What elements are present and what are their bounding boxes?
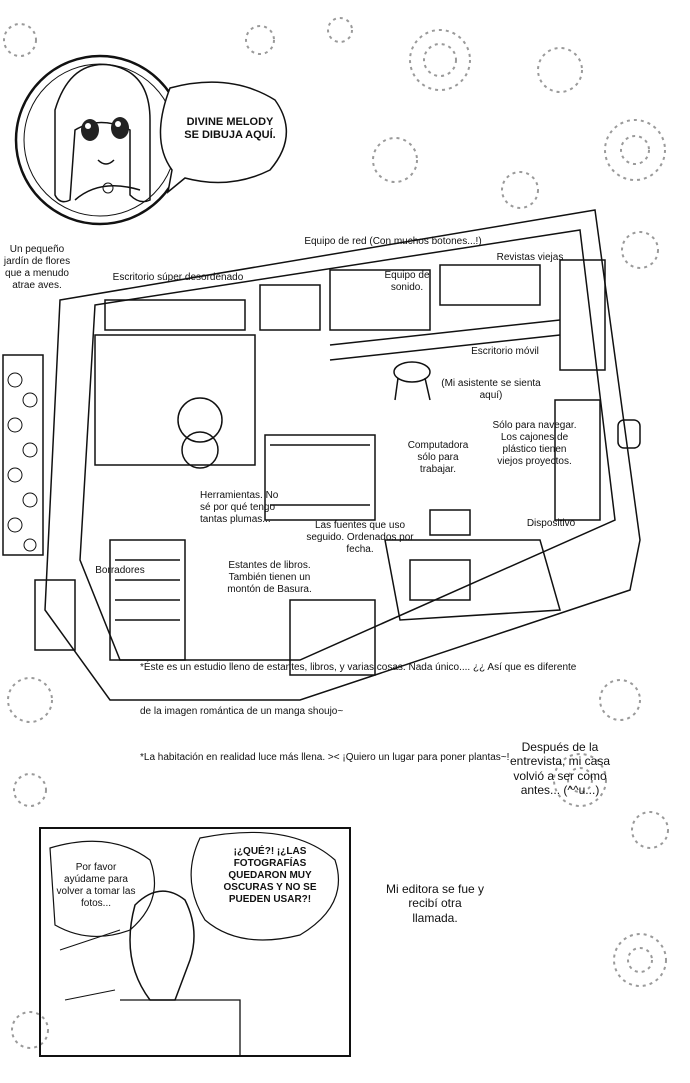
panel-request-bubble: Por favor ayúdame para volver a tomar la… [56, 862, 136, 909]
studio-room-drawing [2, 209, 641, 701]
author-portrait [14, 54, 186, 226]
decorative-dot-flowers [3, 17, 669, 1049]
label-assistant-seat: (Mi asistente se sienta aquí) [441, 378, 541, 401]
caption-line-1: *Éste es un estudio lleno de estantes, l… [140, 662, 577, 673]
label-old-magazines: Revistas viejas [496, 252, 564, 263]
label-bookshelves: Estantes de libros. También tienen un mo… [227, 560, 312, 595]
closing-text: Mi editora se fue y recibí otra llamada. [385, 882, 485, 925]
speech-bubble-text: DIVINE MELODY SE DIBUJA AQUÍ. [184, 116, 276, 142]
after-interview-note: Después de la entrevista, mi casa volvió… [509, 740, 611, 798]
caption-line-3: *La habitación en realidad luce más llen… [140, 752, 510, 763]
flower-box-pattern [7, 372, 38, 552]
label-mobile-desk: Escritorio móvil [471, 346, 539, 357]
speech-bubble [159, 81, 287, 194]
label-erasers: Borradores [95, 565, 145, 576]
label-computer: Computadora sólo para trabajar. [407, 440, 469, 475]
label-sound-equipment: Equipo de sonido. [384, 270, 430, 293]
label-sources: Las fuentes que uso seguido. Ordenados p… [306, 520, 414, 555]
panel-shout-bubble: ¡¿QUÉ?! ¡¿LAS FOTOGRAFÍAS QUEDARON MUY O… [223, 846, 317, 905]
label-messy-desk: Escritorio súper desordenado [112, 272, 244, 283]
comic-panel [39, 827, 351, 1057]
label-device: Dispositivo [526, 518, 576, 529]
label-flower-garden: Un pequeño jardín de flores que a menudo… [3, 244, 71, 291]
label-network-equipment: Equipo de red (Con muchos botones...!) [304, 236, 482, 247]
label-browse-only: Sólo para navegar. Los cajones de plásti… [492, 420, 577, 467]
caption-line-2: de la imagen romántica de un manga shouj… [140, 706, 344, 717]
label-tools-pens: Herramientas. No sé por qué tengo tantas… [200, 490, 279, 525]
